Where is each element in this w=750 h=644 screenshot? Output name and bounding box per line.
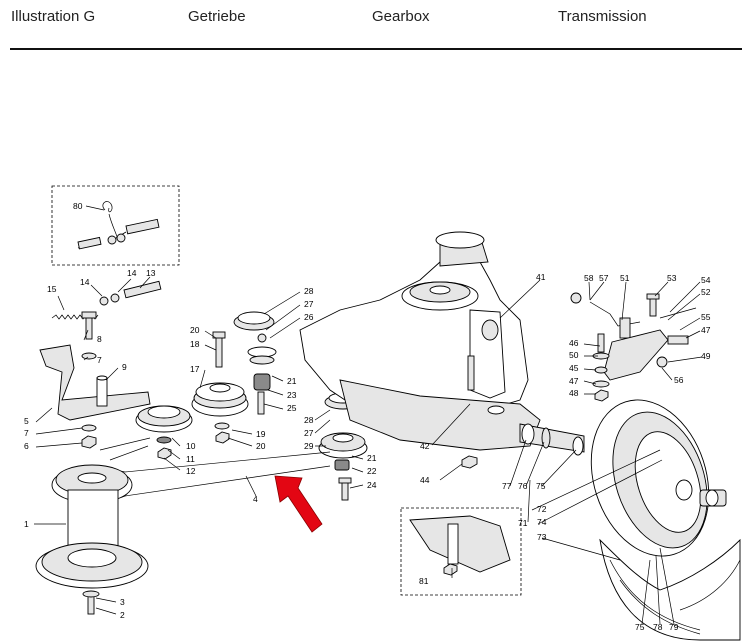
- part-label: 72: [537, 504, 547, 514]
- part-label: 49: [701, 351, 711, 361]
- spring-15-assembly: [51, 280, 162, 320]
- part-label: 8: [97, 334, 102, 344]
- part-label: 73: [537, 532, 547, 542]
- part-label: 2: [120, 610, 125, 620]
- part-label: 11: [186, 454, 195, 464]
- part-label: 28: [304, 415, 314, 425]
- part-label: 75: [536, 481, 546, 491]
- part-label: 53: [667, 273, 677, 283]
- idler-pulley-10: [135, 405, 193, 460]
- leader-lines: [34, 205, 703, 625]
- part-label: 47: [569, 376, 579, 386]
- inset-box-spring: [51, 185, 180, 266]
- part-label: 42: [420, 441, 430, 451]
- part-label: 76: [518, 481, 528, 491]
- part-label: 79: [669, 622, 679, 632]
- part-label: 23: [287, 390, 297, 400]
- part-label: 14: [127, 268, 137, 278]
- cap-28-stack: [233, 311, 277, 415]
- part-label: 27: [304, 428, 314, 438]
- part-label: 20: [190, 325, 200, 335]
- part-label: 14: [80, 277, 90, 287]
- part-label: 3: [120, 597, 125, 607]
- header-illustration: Illustration G: [11, 8, 96, 25]
- tyre: [599, 538, 741, 641]
- brake-linkage: [570, 292, 697, 402]
- part-label: 4: [253, 494, 258, 504]
- part-label: 58: [584, 273, 594, 283]
- part-label: 78: [653, 622, 663, 632]
- part-label: 57: [599, 273, 609, 283]
- part-label: 80: [73, 201, 83, 211]
- wheel-rim: [590, 399, 727, 557]
- part-label: 47: [701, 325, 711, 335]
- part-label: 19: [256, 429, 266, 439]
- part-label: 44: [420, 475, 430, 485]
- belt-to-idler: [99, 437, 151, 461]
- part-label: 81: [419, 576, 429, 586]
- part-label: 51: [620, 273, 630, 283]
- tyre-tread: [609, 559, 741, 635]
- part-label: 17: [190, 364, 200, 374]
- engine-pulley-1: [35, 464, 149, 615]
- part-label: 25: [287, 403, 297, 413]
- part-label: 77: [502, 481, 512, 491]
- part-label: 56: [674, 375, 684, 385]
- part-label: 18: [190, 339, 200, 349]
- part-label: 22: [367, 466, 377, 476]
- part-label: 54: [701, 275, 711, 285]
- header-german: Getriebe: [188, 8, 246, 25]
- part-label: 12: [186, 466, 196, 476]
- part-label: 29: [304, 441, 314, 451]
- part-label: 7: [97, 355, 102, 365]
- part-label: 26: [304, 312, 314, 322]
- part-label: 71: [518, 518, 528, 528]
- part-label: 48: [569, 388, 579, 398]
- part-label: 15: [47, 284, 57, 294]
- spring-80: [77, 201, 160, 250]
- part-number-labels: 80 15 14 14 13 8 7 9 5 7 6 20 18 17 10 1…: [24, 201, 711, 632]
- red-arrow: [274, 475, 323, 533]
- part-label: 28: [304, 286, 314, 296]
- part-label: 21: [367, 453, 377, 463]
- part-label: 10: [186, 441, 196, 451]
- part-label: 52: [701, 287, 711, 297]
- part-label: 1: [24, 519, 29, 529]
- part-label: 5: [24, 416, 29, 426]
- part-label: 45: [569, 363, 579, 373]
- header-french: Transmission: [558, 8, 647, 25]
- part-label: 50: [569, 350, 579, 360]
- part-label: 46: [569, 338, 579, 348]
- pulley-17-stack: [191, 331, 249, 444]
- part-label: 27: [304, 299, 314, 309]
- part-label: 41: [536, 272, 546, 282]
- header-english: Gearbox: [372, 8, 430, 25]
- part-label: 75: [635, 622, 645, 632]
- part-label: 20: [256, 441, 266, 451]
- axle-77-76: [519, 423, 585, 456]
- part-label: 13: [146, 268, 156, 278]
- part-label: 7: [24, 428, 29, 438]
- inset-box-bracket: [400, 507, 522, 596]
- part-label: 21: [287, 376, 297, 386]
- inset-bracket-81: [409, 515, 511, 576]
- gearbox-41: [299, 231, 541, 469]
- header-rule: [10, 48, 742, 50]
- part-label: 9: [122, 362, 127, 372]
- part-label: 74: [537, 517, 547, 527]
- part-label: 55: [701, 312, 711, 322]
- part-label: 24: [367, 480, 377, 490]
- bracket-5-assembly: [39, 311, 151, 449]
- part-label: 6: [24, 441, 29, 451]
